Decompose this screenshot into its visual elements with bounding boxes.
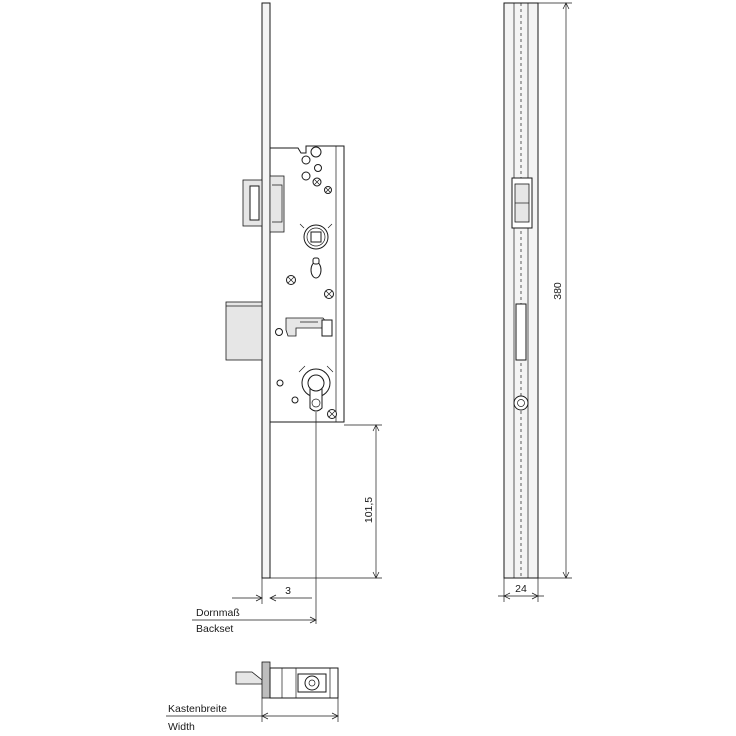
lever-mechanism xyxy=(285,317,333,337)
guide-slots xyxy=(275,257,322,404)
screw-icon xyxy=(324,289,334,299)
top-mechanism xyxy=(301,146,322,181)
side-cylinder-hole xyxy=(513,395,529,411)
cylinder-hole xyxy=(298,365,334,412)
follower-hub xyxy=(299,223,333,250)
dimension-height: 380 xyxy=(538,2,572,579)
side-faceplate xyxy=(503,2,539,579)
dimension-width: 24 xyxy=(498,578,544,602)
screw-icon xyxy=(286,275,296,285)
distance-value: 101,5 xyxy=(363,497,375,523)
top-view xyxy=(235,661,339,722)
height-value: 380 xyxy=(552,282,564,300)
case-width-label-en: Width xyxy=(168,721,195,733)
screw-icon xyxy=(327,409,337,419)
dimension-backset: 3 Dornmaß Backset xyxy=(192,412,317,635)
dead-bolt xyxy=(225,301,263,361)
backset-value: 3 xyxy=(285,585,291,597)
backset-label-de: Dornmaß xyxy=(196,607,240,619)
dimension-case-width: Kastenbreite Width xyxy=(166,698,339,733)
latch-opening xyxy=(511,177,533,229)
front-view xyxy=(225,2,345,579)
screw-icon-group xyxy=(286,177,337,419)
case-width-label-de: Kastenbreite xyxy=(168,703,227,715)
screw-icon xyxy=(312,177,322,187)
dimension-distance: 101,5 xyxy=(270,424,382,579)
deadbolt-slot xyxy=(515,303,527,361)
screw-icon xyxy=(324,186,332,194)
lock-case xyxy=(269,145,345,423)
side-view xyxy=(503,2,539,579)
front-faceplate xyxy=(261,2,271,579)
latch-bolt xyxy=(242,175,285,233)
backset-label-en: Backset xyxy=(196,623,233,635)
width-value: 24 xyxy=(515,583,527,595)
